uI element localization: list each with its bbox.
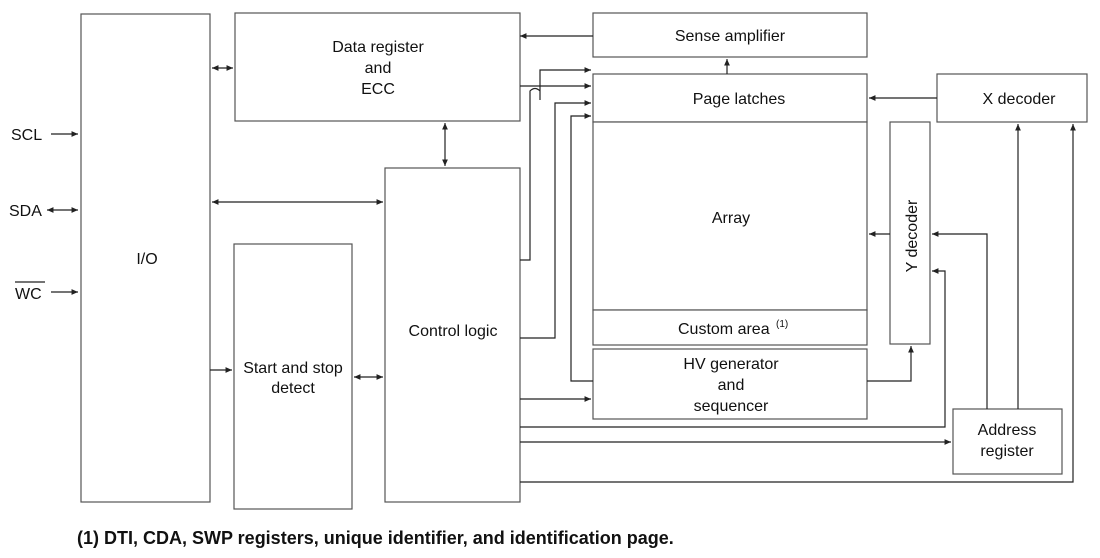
y-decoder-block: Y decoder bbox=[889, 121, 931, 345]
hv-generator-label-line3: sequencer bbox=[694, 398, 769, 415]
hv-generator-block: HV generator and sequencer bbox=[592, 348, 868, 420]
x-decoder-label: X decoder bbox=[983, 91, 1057, 108]
address-register-label-line2: register bbox=[980, 443, 1034, 460]
custom-area-note-mark: (1) bbox=[776, 319, 788, 330]
io-label: I/O bbox=[136, 251, 157, 268]
page-latches-label: Page latches bbox=[693, 91, 786, 108]
array-block: Array bbox=[592, 121, 868, 311]
address-register-label-line1: Address bbox=[978, 422, 1037, 439]
hv-generator-label-line1: HV generator bbox=[683, 356, 779, 373]
control-logic-block: Control logic bbox=[384, 167, 521, 503]
sense-amplifier-block: Sense amplifier bbox=[592, 12, 868, 58]
hv-generator-label-line2: and bbox=[718, 377, 745, 394]
start-stop-label-line1: Start and stop bbox=[243, 360, 343, 377]
wc-label: WC bbox=[15, 286, 42, 303]
custom-area-label: Custom area bbox=[678, 321, 770, 338]
data-register-label-line1: Data register bbox=[332, 39, 424, 56]
start-stop-detect-block: Start and stop detect bbox=[233, 243, 353, 510]
sda-pin: SDA bbox=[9, 203, 78, 220]
io-block: I/O bbox=[80, 13, 211, 503]
scl-label: SCL bbox=[11, 127, 42, 144]
wc-pin: WC bbox=[15, 281, 78, 303]
data-register-label-line3: ECC bbox=[361, 81, 395, 98]
x-decoder-block: X decoder bbox=[936, 73, 1088, 123]
scl-pin: SCL bbox=[11, 127, 78, 144]
sda-label: SDA bbox=[9, 203, 42, 220]
control-logic-label: Control logic bbox=[409, 323, 498, 340]
address-register-block: Address register bbox=[952, 408, 1063, 475]
data-register-block: Data register and ECC bbox=[234, 12, 521, 122]
footnote: (1) DTI, CDA, SWP registers, unique iden… bbox=[77, 528, 674, 548]
custom-area-block: Custom area (1) bbox=[592, 309, 868, 346]
array-label: Array bbox=[712, 210, 750, 227]
y-decoder-label: Y decoder bbox=[904, 199, 921, 272]
connections bbox=[210, 33, 1076, 483]
page-latches-block: Page latches bbox=[592, 73, 868, 123]
sense-amplifier-label: Sense amplifier bbox=[675, 28, 786, 45]
start-stop-label-line2: detect bbox=[271, 380, 315, 397]
data-register-label-line2: and bbox=[365, 60, 392, 77]
